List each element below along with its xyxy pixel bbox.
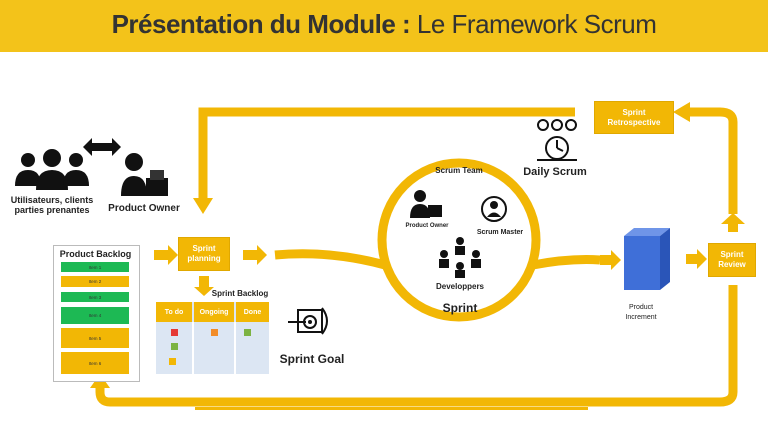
product-backlog-title: Product Backlog: [59, 249, 132, 259]
stakeholders-line1: Utilisateurs, clients: [10, 195, 94, 205]
arrow-review-up: [721, 213, 745, 232]
board-divider: [234, 322, 236, 374]
task-card[interactable]: [211, 329, 218, 336]
scrum-team-title: Scrum Team: [435, 166, 483, 175]
sprint-to-increment: [532, 255, 601, 270]
backlog-item[interactable]: Item 4: [61, 307, 129, 324]
sprint-backlog-title: Sprint Backlog: [211, 289, 269, 298]
loop-right-arrowhead: [673, 102, 690, 122]
retrospective-line1: Sprint: [622, 107, 646, 117]
team-product-owner-icon: [410, 190, 442, 218]
column-ongoing: Ongoing: [194, 302, 234, 322]
arrow-to-increment: [600, 250, 621, 270]
backlog-item[interactable]: Item 5: [61, 328, 129, 348]
review-line2: Review: [718, 260, 746, 269]
sprint-review-box: Sprint Review: [708, 243, 756, 277]
product-owner-label: Product Owner: [108, 203, 180, 214]
task-card[interactable]: [171, 329, 178, 336]
page-title: Présentation du Module : Le Framework Sc…: [0, 9, 768, 40]
backlog-item[interactable]: Item 1: [61, 262, 129, 272]
backlog-item[interactable]: Item 2: [61, 276, 129, 287]
stakeholders-icon: [15, 149, 89, 190]
increment-line1: Product: [628, 304, 654, 311]
column-todo: To do: [156, 302, 192, 322]
stakeholders-line2: parties prenantes: [14, 205, 90, 215]
increment-line2: Increment: [625, 314, 657, 321]
arrow-planning-down: [194, 276, 214, 296]
loop-top-path: [198, 107, 575, 200]
backlog-item[interactable]: Item 3: [61, 292, 129, 302]
sprint-planning-line2: planning: [187, 254, 221, 263]
product-increment-label: Product Increment: [606, 303, 676, 323]
scrum-master-icon: [481, 196, 507, 222]
column-done: Done: [236, 302, 269, 322]
bottom-underline: [195, 407, 588, 410]
stakeholders-label: Utilisateurs, clients parties prenantes: [4, 195, 100, 215]
daily-scrum-label: Daily Scrum: [523, 166, 587, 178]
sprint-label: Sprint: [442, 301, 478, 315]
developers-label: Developpers: [435, 282, 485, 291]
loop-bottom-path: [95, 285, 738, 407]
sprint-retrospective-box: Sprint Retrospective: [594, 101, 674, 134]
arrow-increment-review: [686, 249, 707, 269]
retrospective-line2: Retrospective: [607, 117, 661, 127]
header-bar: [0, 0, 768, 52]
loop-right-path: [685, 107, 738, 214]
board-divider: [192, 322, 194, 374]
task-card[interactable]: [171, 343, 178, 350]
developers-icon: [439, 237, 481, 278]
team-product-owner-label: Product Owner: [405, 223, 449, 229]
product-increment-cube: [624, 228, 670, 290]
scrum-master-label: Scrum Master: [476, 229, 524, 236]
product-owner-icon: [121, 153, 168, 196]
review-line1: Sprint: [720, 250, 744, 259]
sprint-planning-box: Sprint planning: [178, 237, 230, 271]
sprint-goal-label: Sprint Goal: [279, 352, 345, 366]
sprint-goal-icon: [288, 307, 328, 335]
arrow-planning-flow: [243, 245, 267, 265]
title-rest: Le Framework Scrum: [410, 9, 657, 39]
planning-to-sprint: [274, 249, 387, 270]
loop-top-arrowhead: [193, 198, 213, 214]
task-card[interactable]: [244, 329, 251, 336]
title-bold: Présentation du Module :: [111, 9, 411, 39]
sprint-circle: [377, 158, 541, 322]
arrow-backlog-planning: [154, 245, 178, 265]
backlog-item[interactable]: Item 6: [61, 352, 129, 374]
sprint-planning-line1: Sprint: [192, 244, 216, 253]
double-arrow: [83, 138, 121, 156]
task-card[interactable]: [169, 358, 176, 365]
daily-scrum-icon: [537, 119, 577, 161]
